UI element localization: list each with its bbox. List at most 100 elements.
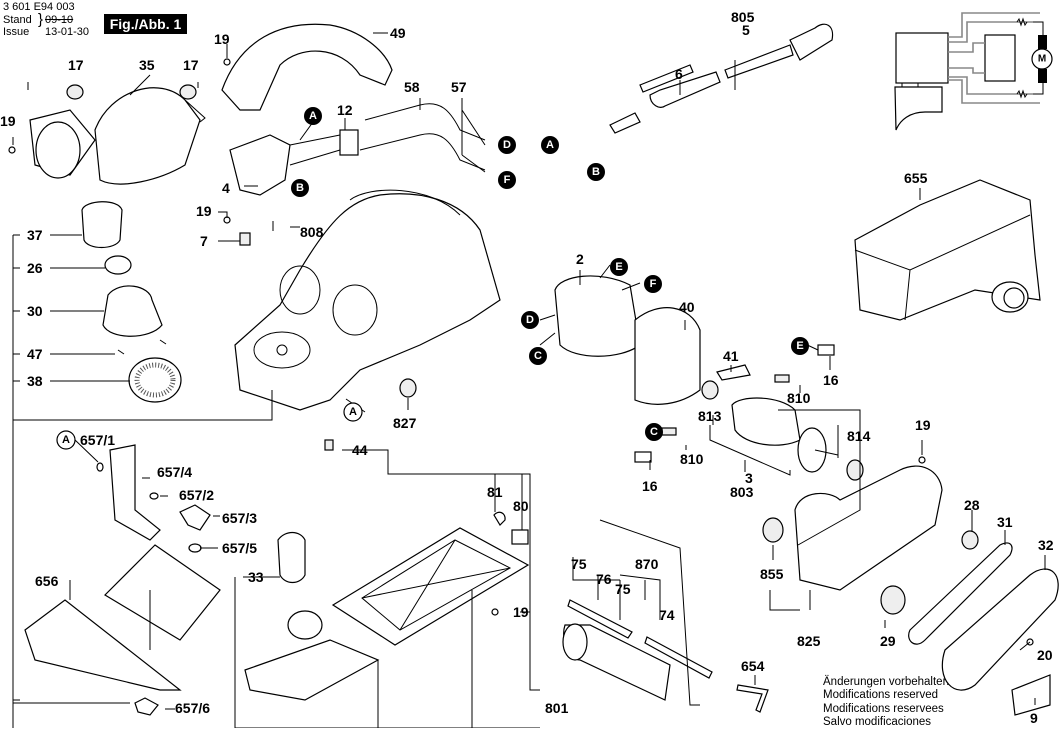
modification-notes: Änderungen vorbehalten Modifications res… [823,676,949,729]
label-26: 26 [27,260,43,276]
part-814-bearing [846,459,864,481]
marker-b-cord-label: B [592,166,600,178]
label-35: 35 [139,57,155,73]
marker-f-field [644,275,662,293]
part-17b-knob [179,84,197,100]
part-657-5-bolt [188,543,202,553]
marker-f-wire [498,171,516,189]
marker-c-brush-label: C [650,426,658,438]
label-657-3: 657/3 [222,510,257,526]
part-825-belt-housing [794,465,943,591]
part-44-nut [324,439,334,451]
label-827: 827 [393,415,417,431]
label-19d: 19 [513,604,529,620]
marker-a-cord [541,136,559,154]
marker-f-wire-label: F [504,174,511,186]
electronic-module [984,34,1016,82]
label-20: 20 [1037,647,1053,663]
part-827-bearing [399,378,417,398]
part-19b-screw [223,58,231,66]
label-19b: 19 [214,31,230,47]
label-657-4: 657/4 [157,464,192,480]
marker-a-switch-label: A [309,110,317,122]
label-19e: 19 [915,417,931,433]
marker-d-field-label: D [526,314,534,326]
part-5-cord [724,44,794,79]
part-16a-brush-holder [634,451,652,463]
part-35-dust-cover [8,84,206,185]
label-657-6: 657/6 [175,700,210,716]
part-16b-brush-holder [817,344,835,356]
part-47-pins [117,339,167,355]
trigger-switch [894,86,943,131]
part-12-connector [339,129,359,156]
resistor-bottom-icon [1016,89,1028,99]
label-654: 654 [741,658,765,674]
marker-e-field-label: E [615,261,622,273]
part-657-2-washer [149,492,159,500]
label-805: 805 [731,9,755,25]
marker-e-brush-label: E [796,340,803,352]
cutter-drum-assembly [562,599,769,713]
figure-title: Fig./Abb. 1 [104,14,187,34]
label-74: 74 [659,607,675,623]
label-16a: 16 [642,478,658,494]
part-26-washer [104,255,132,275]
marker-b-switch-label: B [296,182,304,194]
document-number: 3 601 E94 003 [3,1,75,13]
label-6: 6 [675,66,683,82]
note-en: Modifications reserved [823,689,939,702]
note-de: Änderungen vorbehalten [823,676,949,688]
label-32: 32 [1038,537,1054,553]
marker-b-cord [587,163,605,181]
depth-adjust-assembly [81,201,182,403]
part-32-belt-cover [941,568,1059,691]
connection-markers: A B D F A B E F D C E C A A [56,107,809,450]
label-657-1: 657/1 [80,432,115,448]
label-38: 38 [27,373,43,389]
motor-brush-bottom [1038,69,1047,83]
label-803: 803 [730,484,754,500]
marker-c-field [529,347,547,365]
label-655: 655 [904,170,928,186]
label-3: 3 [745,470,753,486]
part-6-sleeve [649,71,721,108]
part-29-pulley [880,585,906,615]
stand-date: 09-10 [45,14,74,26]
part-19a-screw [8,146,16,154]
part-41-clip [716,364,751,381]
label-870: 870 [635,556,659,572]
wiring-schematic: M [894,12,1053,131]
label-657-5: 657/5 [222,540,257,556]
marker-d-wire [498,136,516,154]
label-57: 57 [451,79,467,95]
motor-symbol-circle [1031,48,1053,70]
marker-a-housing-label: A [349,406,357,418]
label-12: 12 [337,102,353,118]
label-801: 801 [545,700,569,716]
resistor-top-icon [1016,17,1028,27]
part-656-fence [24,599,182,691]
label-40: 40 [679,299,695,315]
brace-glyph: } [38,11,44,28]
label-855: 855 [760,566,784,582]
label-47: 47 [27,346,43,362]
part-657-1-ring [96,462,104,472]
part-40-baffle [634,307,701,405]
label-28: 28 [964,497,980,513]
label-49: 49 [390,25,406,41]
power-cord-assembly [609,23,834,134]
part-74-blade [644,636,713,679]
part-80-lever [511,529,529,545]
label-17b: 17 [183,57,199,73]
label-29: 29 [880,633,896,649]
label-41: 41 [723,348,739,364]
marker-f-field-label: F [650,278,657,290]
marker-c-brush [645,423,663,441]
part-805-plug [789,23,834,61]
part-19d-screw [491,608,499,616]
label-825: 825 [797,633,821,649]
sole-assembly [244,439,530,701]
part-657-3-knob [179,504,211,531]
part-76-blade-holder [567,599,633,639]
